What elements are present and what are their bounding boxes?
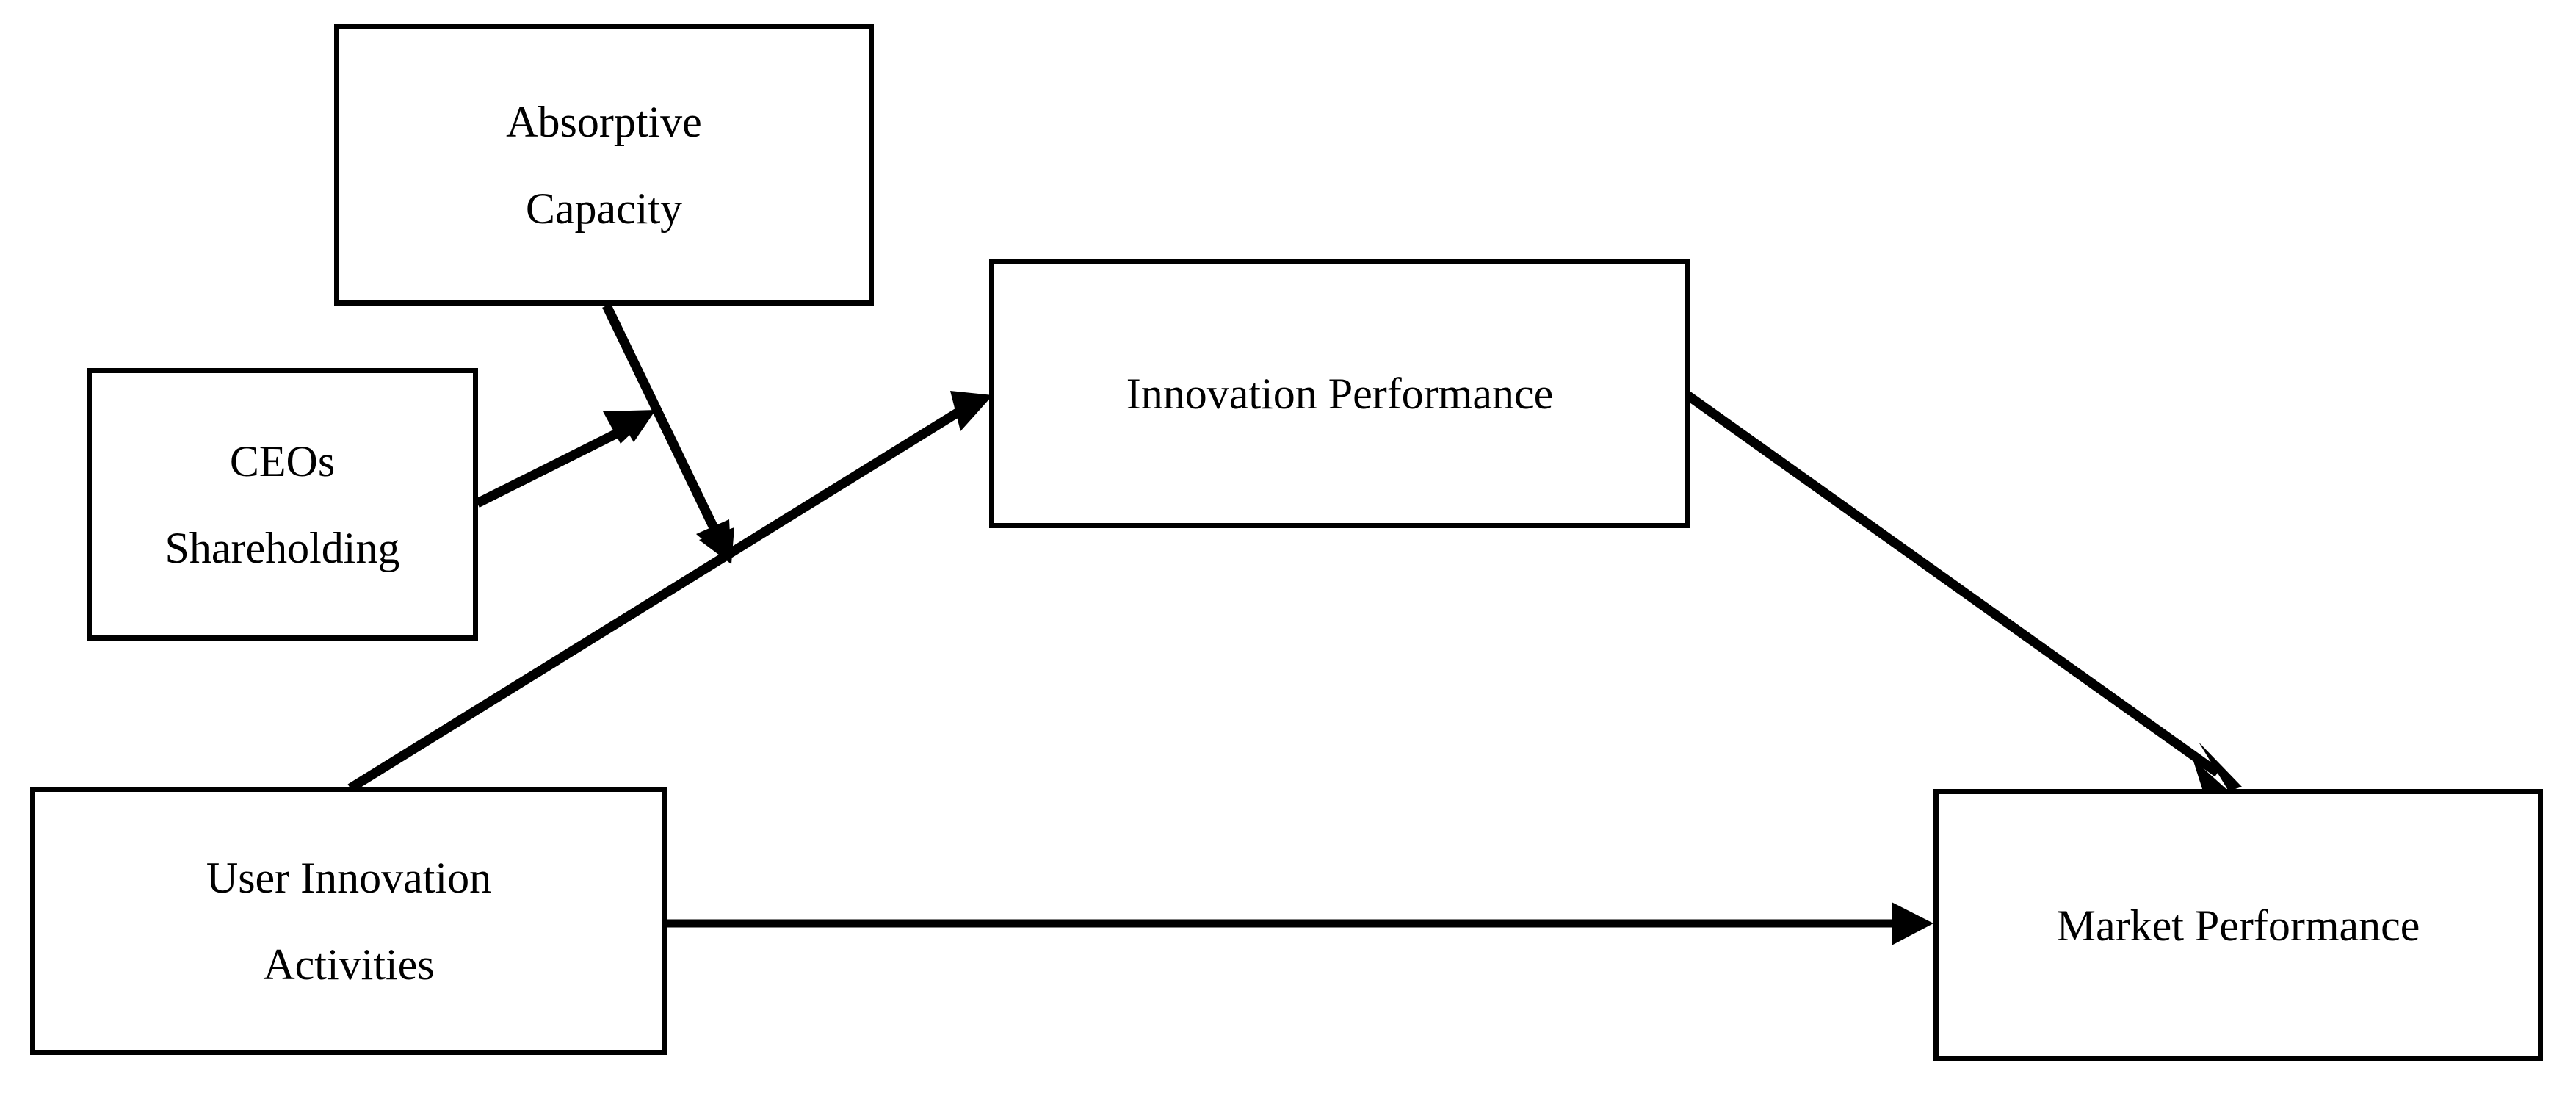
node-market-performance[interactable]: Market Performance — [1933, 789, 2543, 1061]
node-absorptive-capacity-label-line-2: Capacity — [525, 184, 683, 233]
edge-ceos-shareholding-moderator — [475, 410, 656, 508]
node-user-innovation-activities-label-line-1: User Innovation — [206, 853, 492, 902]
node-innovation-performance-label: Innovation Performance — [1126, 369, 1554, 418]
node-absorptive-capacity-label-line-1: Absorptive — [506, 97, 702, 146]
edge-innovation-performance-to-market-performance — [1685, 391, 2242, 791]
edge-user-innovation-to-innovation-performance — [347, 391, 993, 793]
node-ceos-shareholding-label-line-2: Shareholding — [164, 523, 400, 572]
node-absorptive-capacity[interactable]: Absorptive Capacity — [334, 24, 874, 306]
node-ceos-shareholding[interactable]: CEOs Shareholding — [87, 368, 478, 641]
node-innovation-performance[interactable]: Innovation Performance — [989, 259, 1690, 528]
node-market-performance-label: Market Performance — [2056, 901, 2420, 950]
edge-user-innovation-to-market-performance — [667, 902, 1933, 945]
node-user-innovation-activities[interactable]: User Innovation Activities — [30, 787, 667, 1055]
node-ceos-shareholding-label-line-1: CEOs — [229, 436, 336, 486]
node-user-innovation-activities-label-line-2: Activities — [263, 940, 435, 989]
edge-absorptive-capacity-moderator — [602, 303, 734, 564]
